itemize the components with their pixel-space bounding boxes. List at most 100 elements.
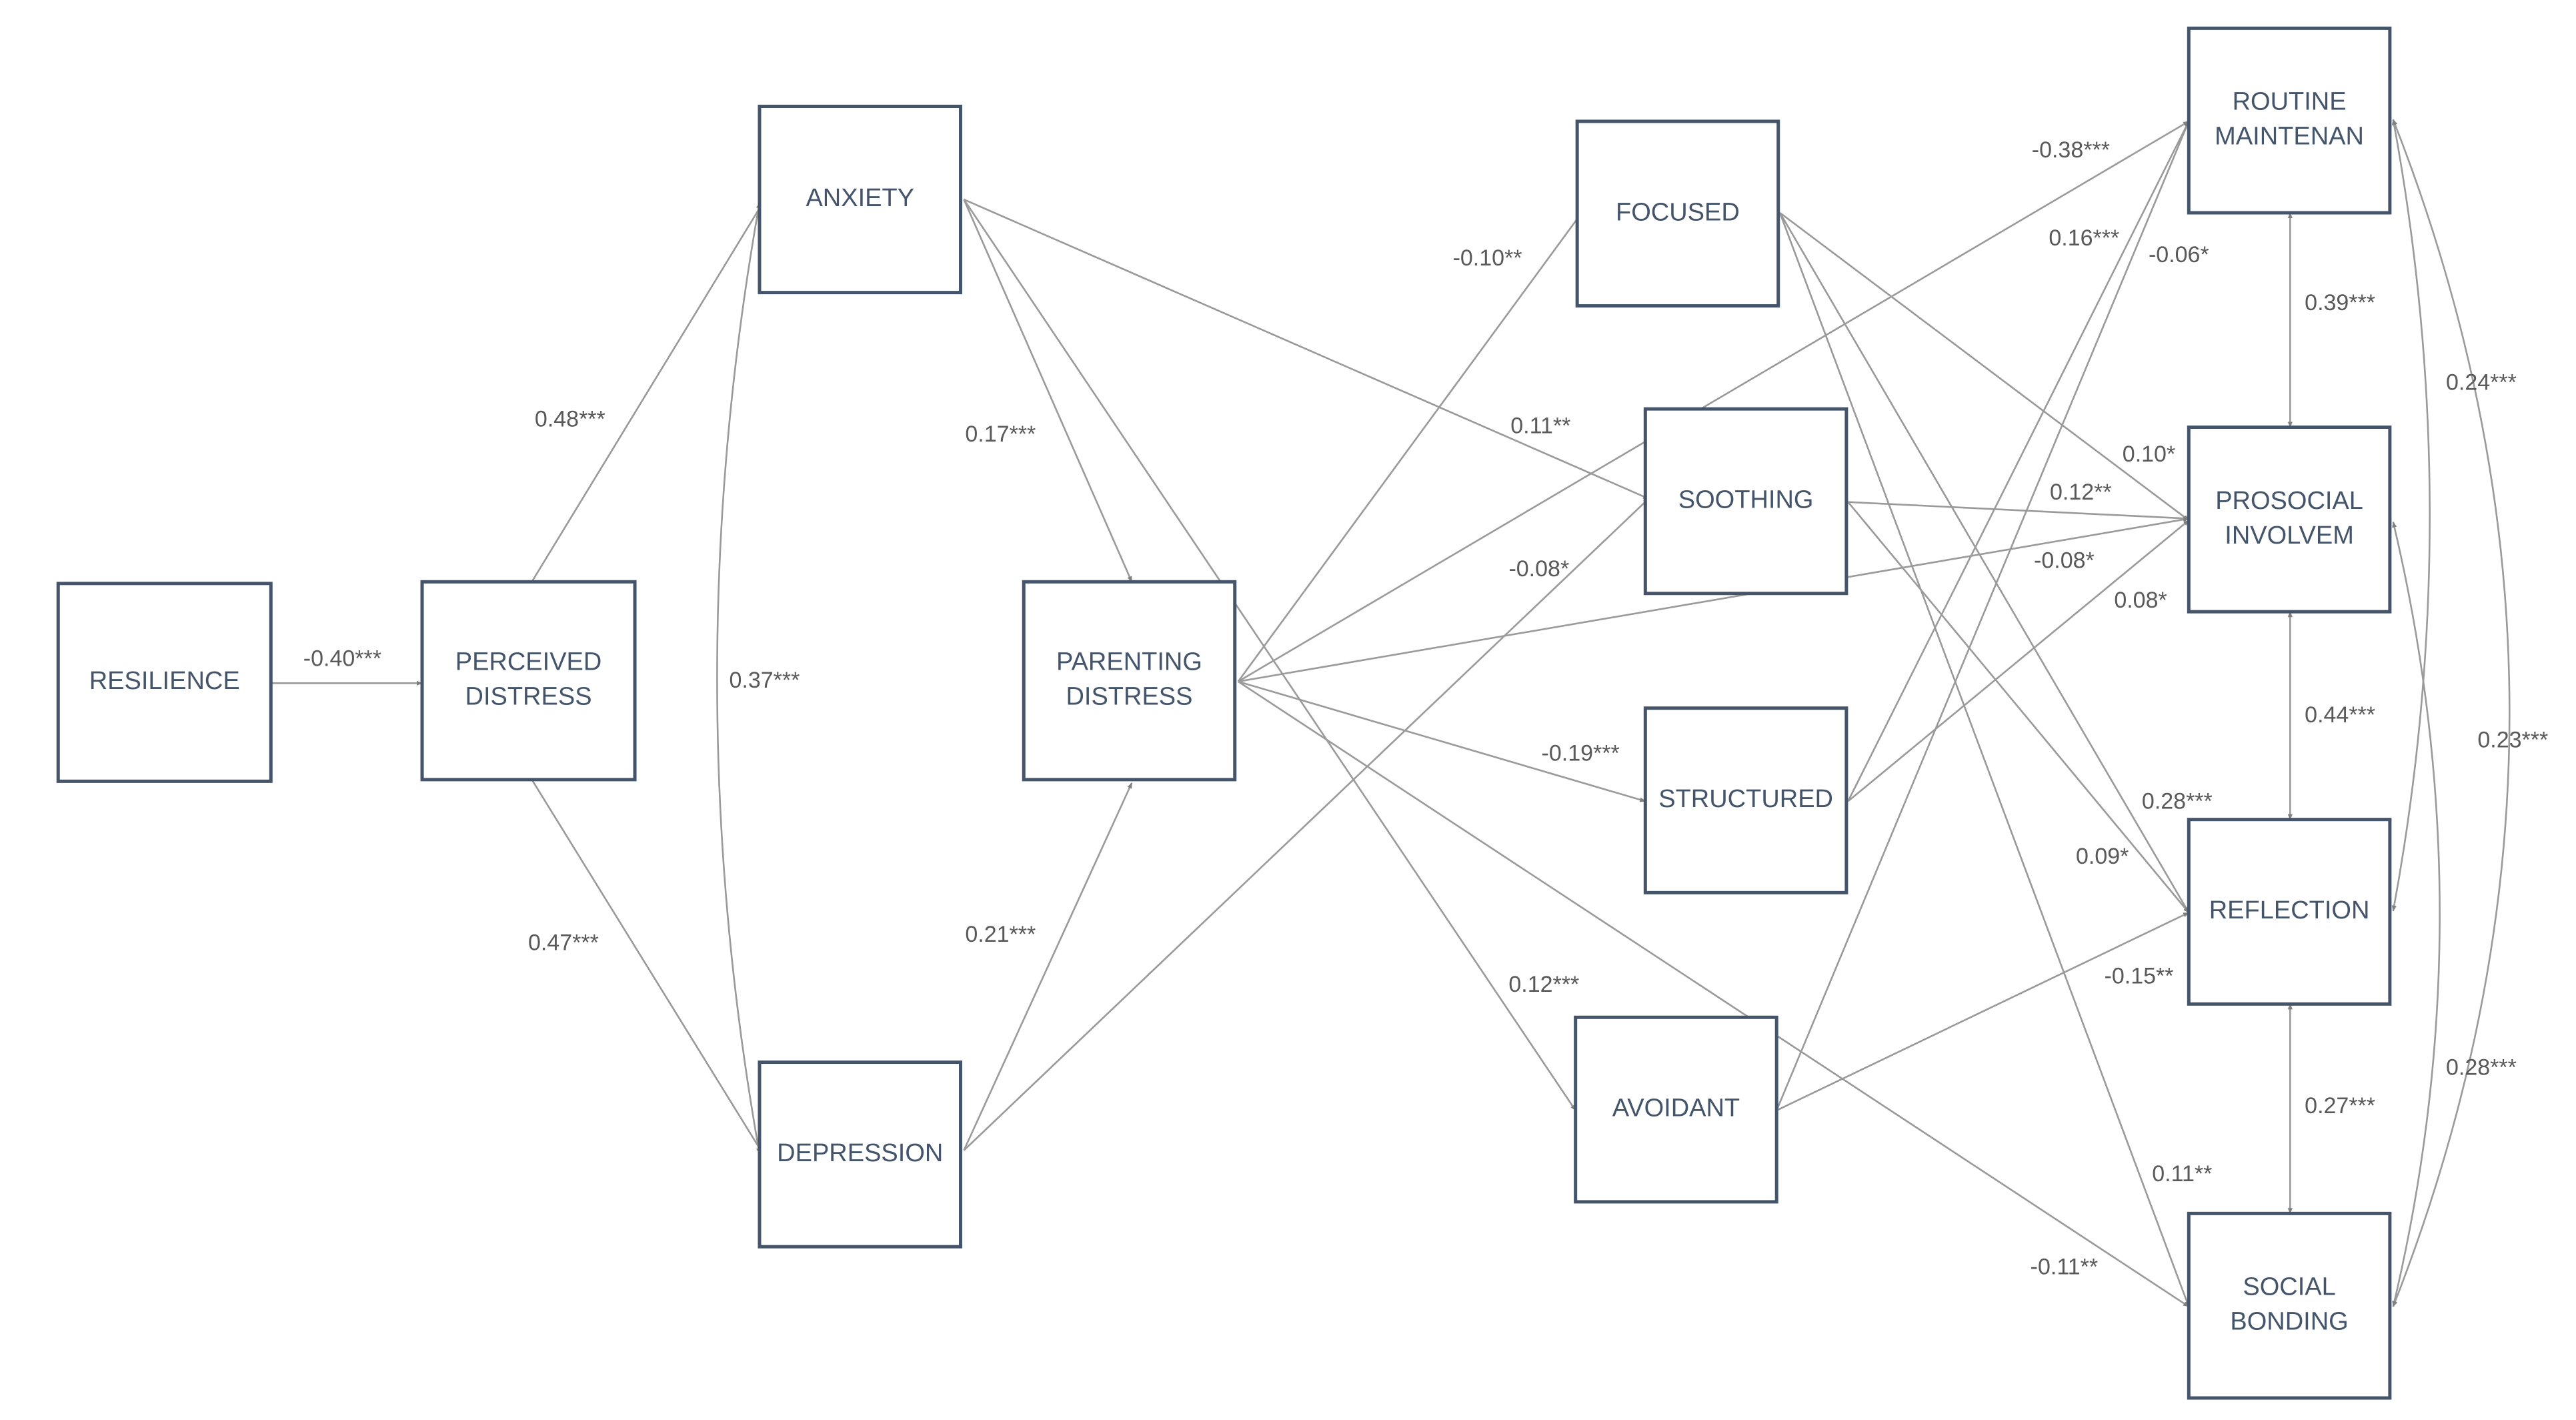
edge-label-e11: -0.19*** [1542,740,1620,766]
node-resilience: RESILIENCE [56,582,273,783]
edge-routine-to-social [2392,119,2511,1307]
node-prosocial: PROSOCIAL INVOLVEM [2187,426,2392,614]
node-label: ANXIETY [806,184,914,212]
edge-label-e23: -0.15** [2105,963,2174,988]
edge-parenting-distress-to-structured [1238,680,1646,802]
node-label: INVOLVEM [2225,522,2354,550]
node-label: FOCUSED [1616,198,1740,226]
edge-label-e4: 0.37*** [730,668,800,693]
node-label: SOOTHING [1678,486,1814,514]
edge-label-e27: 0.24*** [2446,370,2517,396]
node-label: MAINTENAN [2215,123,2364,151]
edge-label-e28: 0.23*** [2477,728,2548,753]
node-box [1575,119,1780,308]
edge-label-e7: 0.11** [1510,413,1570,438]
node-avoidant: AVOIDANT [1574,1015,1778,1204]
node-box [2187,426,2392,614]
edge-label-e2: 0.48*** [535,407,605,432]
node-perceived-distress: PERCEIVED DISTRESS [420,580,637,782]
node-soothing: SOOTHING [1643,407,1848,596]
node-anxiety: ANXIETY [758,105,963,295]
node-box [758,105,963,295]
edge-anxiety-to-avoidant [963,199,1576,1111]
edge-label-e26: 0.27*** [2305,1093,2375,1119]
edge-label-e13: -0.08* [2034,548,2095,573]
edge-routine-to-reflection [2391,119,2431,912]
edge-depression-to-soothing [963,498,1650,1151]
edge-anxiety-to-depression [716,202,762,1155]
edge-label-e8: 0.12*** [1508,972,1579,997]
edge-label-e3: 0.47*** [528,930,599,956]
edge-label-e17: 0.11** [2152,1161,2212,1187]
edge-focused-to-prosocial [1779,211,2190,522]
node-box [1022,580,1237,782]
edge-parenting-distress-to-social [1238,680,2190,1307]
edge-label-e20: 0.16*** [2049,225,2119,251]
edge-label-e21: 0.08* [2114,588,2167,613]
edge-label-e6: 0.21*** [965,922,1036,947]
node-box [1643,407,1848,596]
edge-label-e5: 0.17*** [965,422,1036,447]
node-focused: FOCUSED [1575,119,1780,308]
edge-parenting-distress-to-routine [1238,120,2190,682]
node-label: REFLECTION [2209,896,2370,924]
node-box [420,580,637,782]
edge-label-e25: 0.44*** [2305,702,2375,728]
node-box [1574,1015,1778,1204]
edge-anxiety-to-parenting-distress [963,199,1133,583]
node-label: DISTRESS [1066,683,1192,711]
edge-soothing-to-prosocial [1848,501,2190,521]
node-box [2187,1211,2392,1400]
nodes-layer: RESILIENCE PERCEIVED DISTRESS ANXIETY DEPRES… [56,26,2392,1400]
node-structured: STRUCTURED [1643,706,1848,894]
node-label: AVOIDANT [1612,1095,1740,1123]
node-depression: DEPRESSION [758,1060,963,1249]
edge-labels-layer: -0.40*** 0.48*** 0.47*** 0.37*** 0.17*** 0.21… [303,137,2548,1280]
node-label: SOCIAL [2243,1273,2335,1301]
node-box [1643,706,1848,894]
edge-label-e9: -0.08* [1508,556,1569,582]
edge-label-e1: -0.40*** [303,646,381,671]
edge-prosocial-to-social [2392,521,2441,1307]
node-box [2187,26,2392,215]
edge-structured-to-routine [1847,121,2190,802]
edge-depression-to-parenting-distress [963,782,1133,1151]
node-label: PARENTING [1056,648,1202,676]
edge-label-e29: 0.28*** [2446,1055,2517,1081]
node-label: PERCEIVED [455,648,602,676]
node-label: STRUCTURED [1658,785,1833,813]
node-label: DISTRESS [465,683,592,711]
edge-anxiety-to-soothing [963,198,1650,500]
edge-structured-to-prosocial [1847,520,2190,802]
edge-label-e16: 0.28*** [2142,789,2213,814]
node-box [56,582,273,783]
edge-label-e12: -0.38*** [2032,137,2110,163]
edge-soothing-to-reflection [1847,501,2190,914]
edge-label-e18: 0.12** [2050,480,2112,505]
node-parenting-distress: PARENTING DISTRESS [1022,580,1237,782]
node-social: SOCIAL BONDING [2187,1211,2392,1400]
edge-perceived-distress-to-anxiety [531,202,764,582]
node-label: PROSOCIAL [2215,487,2363,515]
node-label: DEPRESSION [777,1139,943,1167]
edges-layer [271,119,2511,1307]
edge-focused-to-social [1778,212,2190,1307]
edge-avoidant-to-reflection [1776,912,2190,1112]
edge-label-e15: 0.10* [2123,442,2175,467]
edge-label-e22: -0.06* [2149,242,2209,267]
edge-perceived-distress-to-depression [531,779,764,1155]
node-box [2187,818,2392,1006]
edge-label-e24: 0.39*** [2305,290,2375,315]
edge-label-e10: -0.10** [1453,245,1522,271]
node-reflection: REFLECTION [2187,818,2392,1006]
node-box [758,1060,963,1249]
edge-focused-to-reflection [1779,212,2190,914]
node-label: RESILIENCE [89,667,240,695]
edge-avoidant-to-routine [1776,121,2190,1111]
edge-parenting-distress-to-prosocial [1238,517,2190,683]
node-label: BONDING [2230,1308,2348,1336]
edge-parenting-distress-to-focused [1237,213,1582,682]
edge-label-e19: 0.09* [2076,844,2129,869]
